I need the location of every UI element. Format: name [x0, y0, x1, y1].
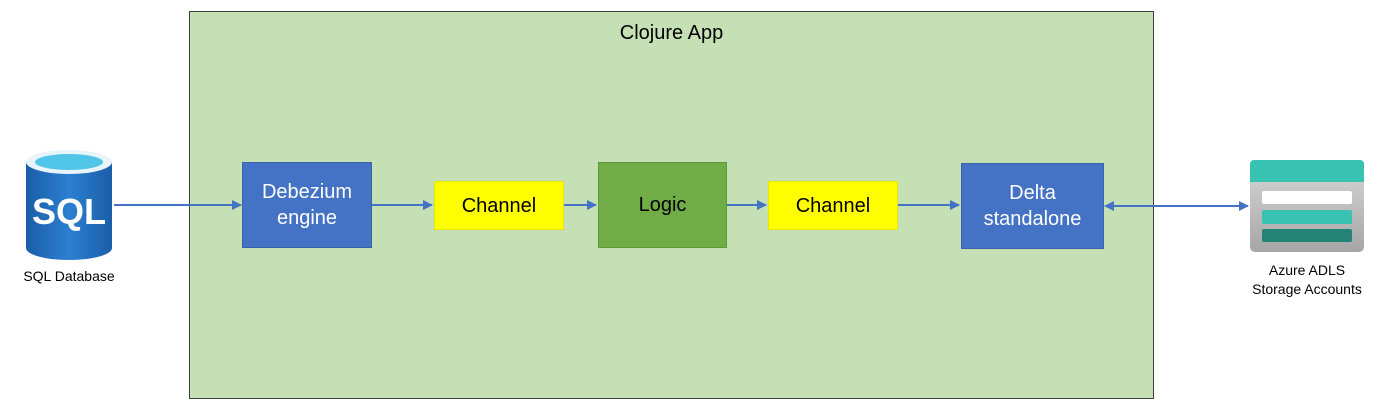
channel-node-1: Channel	[434, 181, 564, 230]
sql-database-label: SQL Database	[23, 268, 115, 284]
app-title: Clojure App	[619, 22, 724, 44]
debezium-engine-node: Debezium engine	[242, 162, 372, 248]
channel-node-2: Channel	[768, 181, 898, 230]
sql-icon-text: SQL	[32, 191, 106, 232]
logic-node: Logic	[598, 162, 727, 248]
sql-database-icon: SQL	[26, 150, 112, 260]
storage-account-icon	[1250, 160, 1364, 252]
azure-adls-label: Azure ADLS Storage Accounts	[1252, 262, 1362, 297]
delta-standalone-node: Delta standalone	[961, 163, 1104, 249]
